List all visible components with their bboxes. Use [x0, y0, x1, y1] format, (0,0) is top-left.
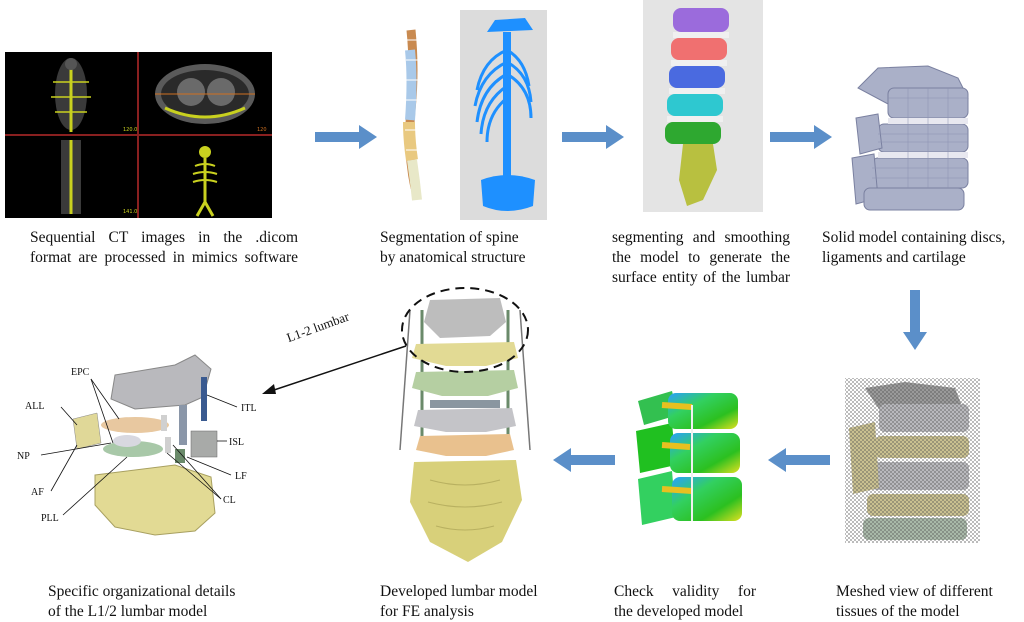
- caption-solid: Solid model containing discs, ligaments …: [822, 229, 1006, 266]
- label-itl: ITL: [241, 403, 257, 414]
- validity-check-image: [632, 385, 752, 535]
- flow-arrow-right: [770, 125, 832, 149]
- caption-segmentation: Segmentation of spine by anatomical stru…: [380, 229, 526, 266]
- caption-developed: Developed lumbar model for FE analysis: [380, 583, 538, 620]
- svg-text:120: 120: [257, 127, 267, 133]
- label-pll: PLL: [41, 513, 59, 524]
- spine-segmentation-image: [385, 10, 547, 220]
- flow-arrow-right: [562, 125, 624, 149]
- flow-arrow-left: [768, 448, 830, 472]
- label-isl: ISL: [229, 437, 244, 448]
- caption-specific: Specific organizational details of the L…: [48, 583, 236, 620]
- caption-ct: Sequential CT images in the .dicom forma…: [30, 229, 298, 266]
- svg-text:141.0: 141.0: [123, 209, 137, 215]
- solid-model-image: [848, 58, 988, 218]
- caption-meshed: Meshed view of different tissues of the …: [836, 583, 993, 620]
- meshed-model-image: [845, 378, 980, 543]
- caption-check: Check validity for the developed model: [614, 583, 756, 620]
- zoom-annotation-arrow: [262, 345, 407, 394]
- flow-arrow-left: [553, 448, 615, 472]
- label-af: AF: [31, 487, 44, 498]
- flow-arrow-right: [315, 125, 377, 149]
- flow-arrow-down: [903, 290, 927, 350]
- label-all: ALL: [25, 401, 44, 412]
- label-lf: LF: [235, 471, 247, 482]
- ct-image-grid: 120.0 120 141.0: [5, 52, 272, 218]
- colored-lumbar-image: [643, 0, 763, 212]
- svg-text:120.0: 120.0: [123, 127, 137, 133]
- caption-smoothing: segmenting and smoothing the model to ge…: [612, 229, 790, 286]
- label-cl: CL: [223, 495, 236, 506]
- l1-l2-detail-image: EPC ALL NP AF PLL ITL ISL LF CL: [15, 345, 275, 555]
- label-np: NP: [17, 451, 30, 462]
- label-epc: EPC: [71, 367, 90, 378]
- developed-lumbar-model-image: [390, 280, 540, 570]
